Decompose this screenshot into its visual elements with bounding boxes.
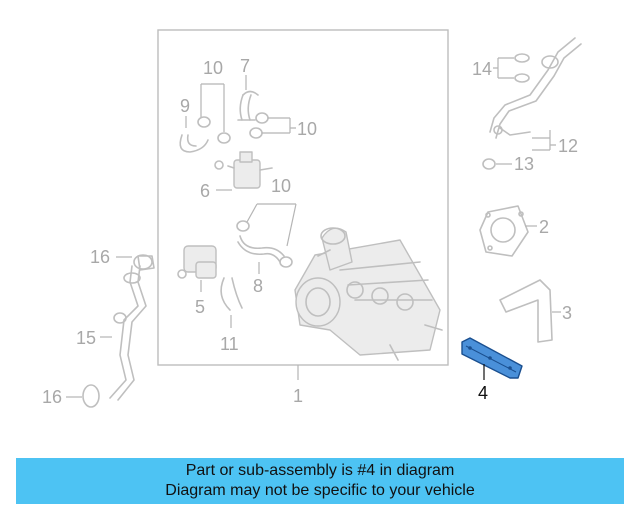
callout-1: 1 [293,386,303,406]
assembly-frame [157,29,449,366]
hose-8-part [236,220,293,268]
turbo-manifold-part [294,227,443,361]
callout-10-upper: 10 [203,58,223,78]
hose-9-part [179,134,209,153]
gasket-2-part [479,205,529,257]
banner-line-1: Part or sub-assembly is #4 in diagram [185,462,455,479]
heat-shield-4-part[interactable] [461,337,523,379]
callout-16-lower: 16 [42,387,62,407]
callout-12: 12 [558,136,578,156]
callout-5: 5 [195,297,205,317]
valve-6-part [214,151,273,189]
callout-11: 11 [220,334,239,354]
actuator-5-part [177,245,217,279]
callout-15: 15 [76,328,96,348]
callout-3: 3 [562,303,572,323]
callout-2: 2 [539,217,549,237]
clamp-10-middle [249,112,269,139]
washer-13-part [482,158,496,170]
callout-16-upper: 16 [90,247,110,267]
banner-line-2: Diagram may not be specific to your vehi… [165,482,475,499]
callout-7: 7 [240,56,250,76]
callout-10-lower: 10 [271,176,291,196]
callout-8: 8 [253,276,263,296]
callout-14: 14 [472,59,492,79]
callout-13: 13 [514,154,534,174]
gasket-16-lower-part [82,384,100,408]
oil-line-12-part [489,37,582,139]
bracket-3-part [499,279,553,343]
washer-14-part [514,53,530,83]
callout-6: 6 [200,181,210,201]
gasket-16-upper-part [137,255,155,271]
parts-diagram: 1 7 10 9 10 6 [42,29,582,408]
coolant-pipe-15-part [109,254,153,401]
callout-10-middle: 10 [297,119,317,139]
info-banner: Part or sub-assembly is #4 in diagram Di… [16,458,624,504]
hose-7-part [237,90,259,121]
clamp-10-upper [197,116,231,144]
hose-11-part [220,277,243,311]
callout-4: 4 [478,383,488,403]
callout-9: 9 [180,96,190,116]
